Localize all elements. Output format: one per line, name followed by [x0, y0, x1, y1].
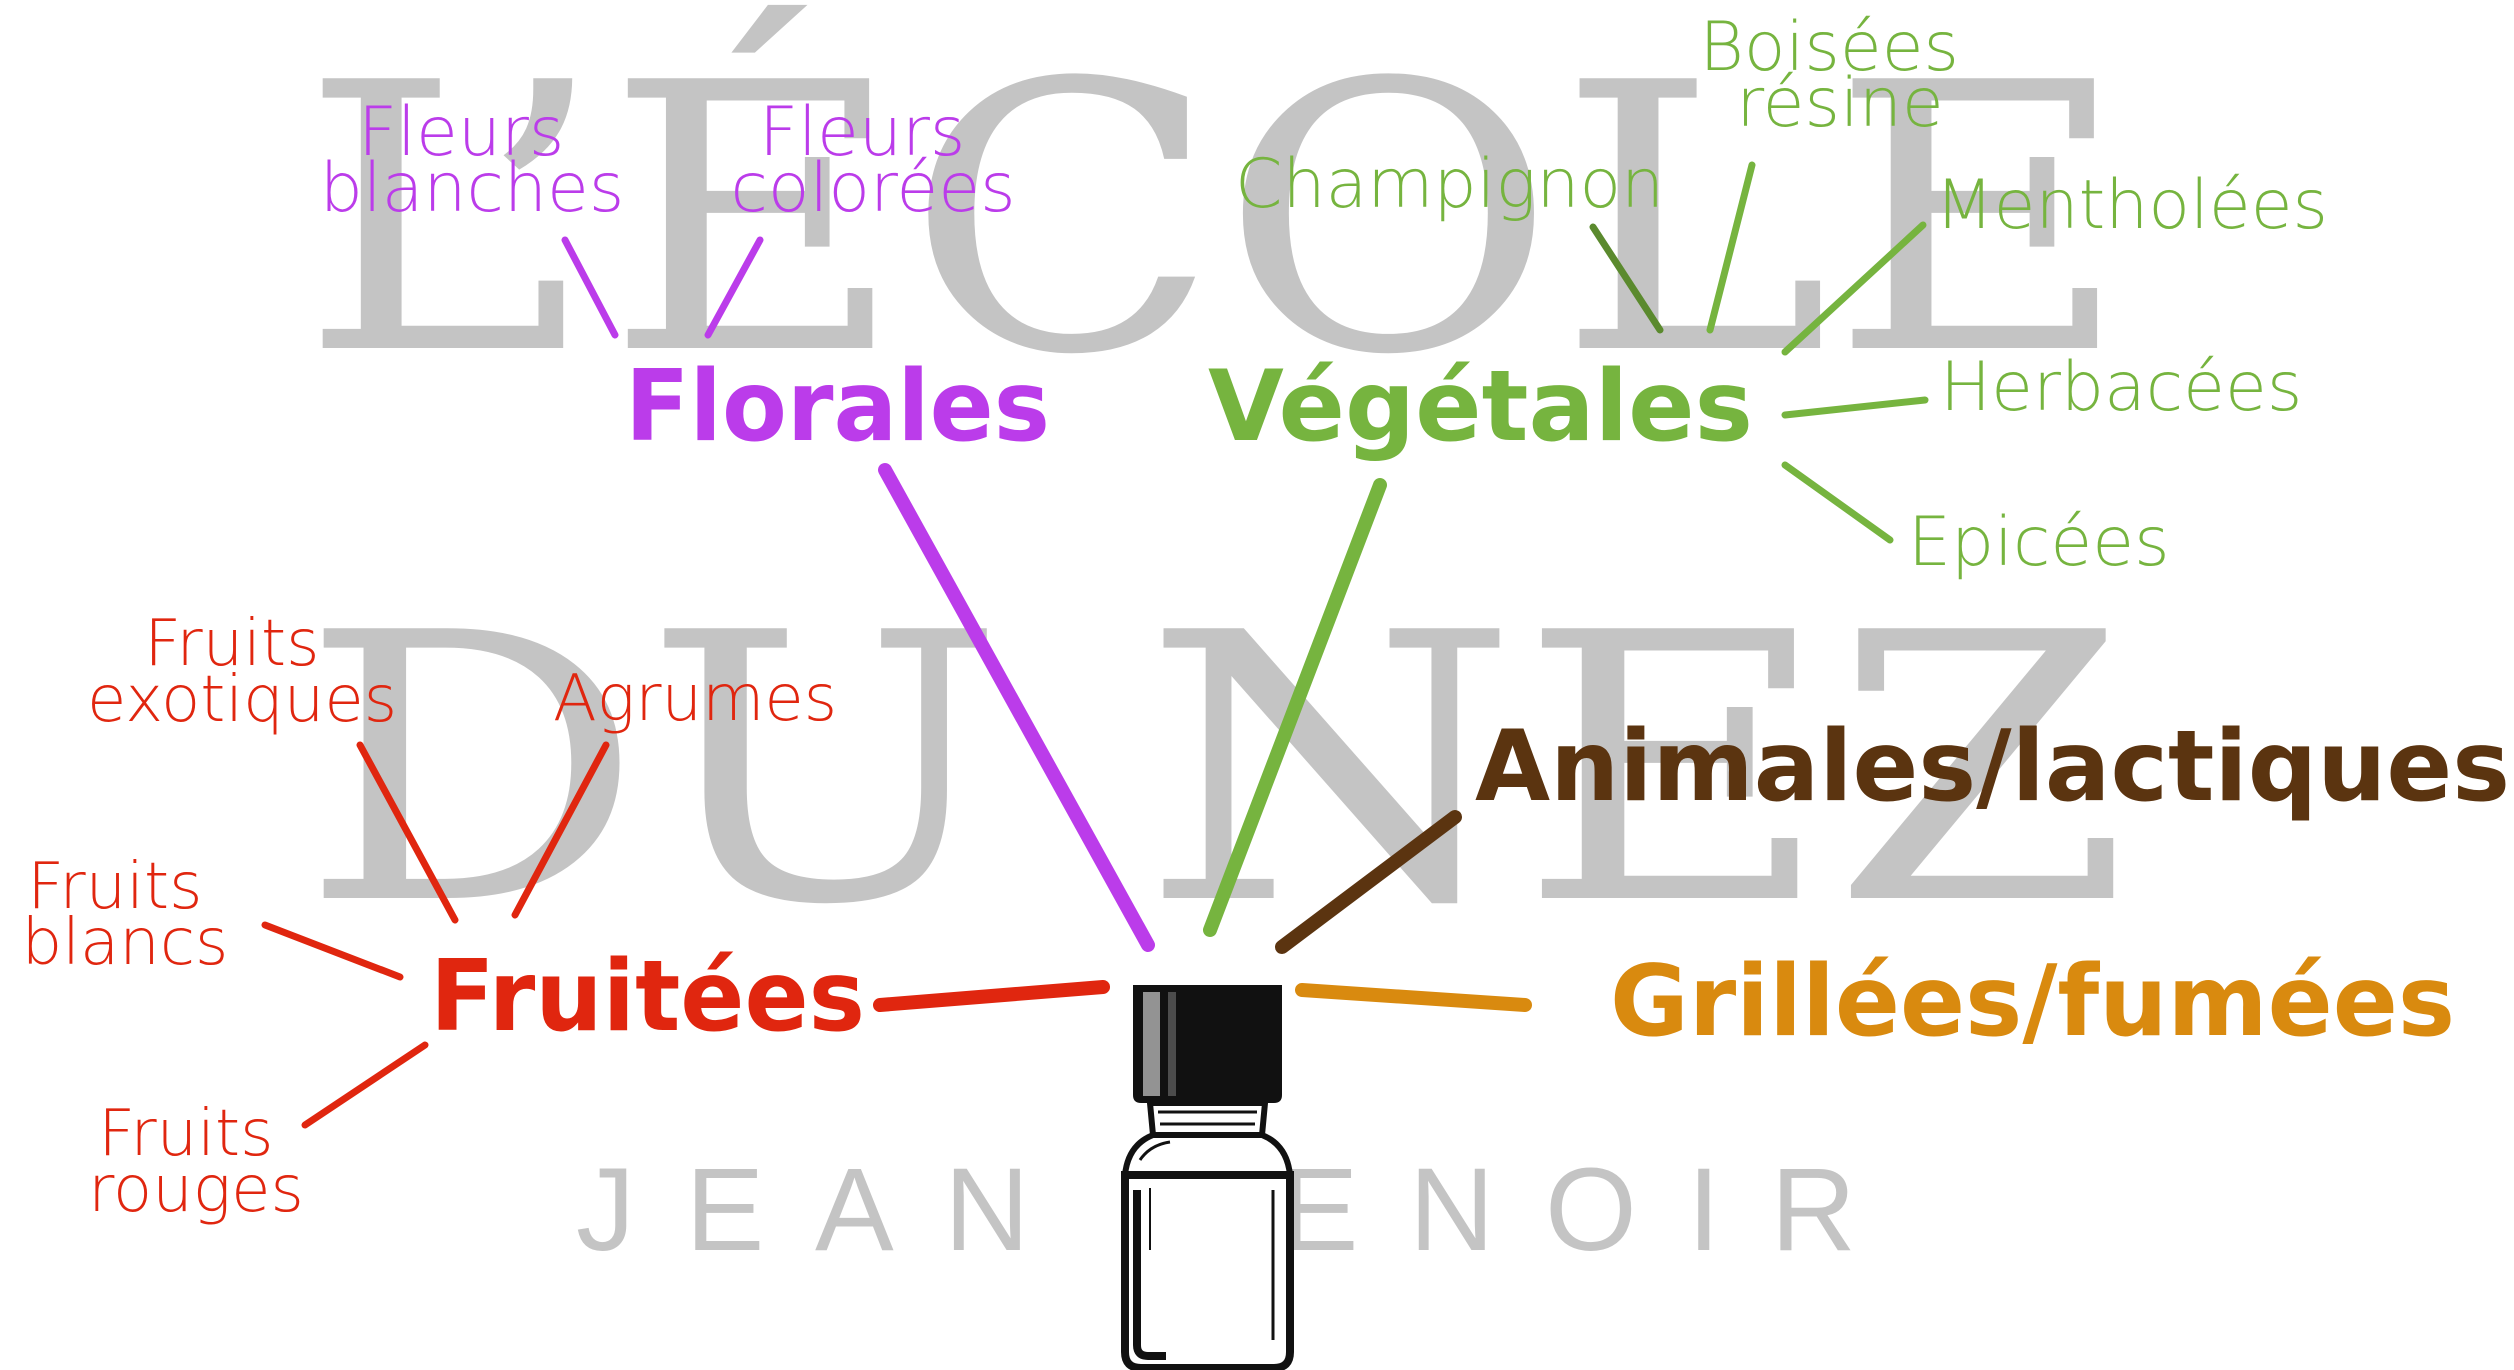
connector-florales — [878, 463, 1155, 952]
connector-fleurs-colorees — [704, 236, 764, 339]
connector-fruits-exotiques — [356, 741, 459, 924]
label-fleurs-blanches-text: Fleurs — [358, 93, 564, 172]
connectors — [261, 161, 1929, 1129]
connector-fruits-rouges — [301, 1041, 429, 1129]
label-agrumes: Agrumes — [553, 662, 837, 736]
label-fruits-rouges: Fruits rouges — [88, 1097, 304, 1227]
label-fruitees: Fruitées — [430, 940, 865, 1054]
connector-grillees — [1295, 983, 1532, 1012]
label-fruits-exotiques: Fruits exotiques — [87, 607, 397, 737]
connector-agrumes — [511, 741, 610, 919]
label-fruits-exotiques-line-2: exotiques — [87, 663, 397, 737]
label-fruits-blancs-line-2: blancs — [22, 906, 229, 980]
watermark: L’ÉCOLE DU NEZ JEAN LENOIR — [300, 1, 2130, 1276]
label-mentholees: Mentholées — [1935, 166, 2328, 245]
perfume-bottle-icon — [1121, 985, 1294, 1370]
connector-boisees-resine — [1706, 161, 1756, 334]
label-fruits-exotiques-text: Fruits — [144, 607, 319, 681]
connector-epicees — [1781, 461, 1894, 544]
connector-fleurs-blanches — [561, 236, 619, 339]
connector-fruitees — [873, 980, 1110, 1012]
label-vegetales: Végétales — [1208, 350, 1753, 464]
connector-champignon — [1589, 223, 1664, 334]
label-boisees-resine: Boisées résine — [1699, 8, 1980, 143]
label-boisees-resine-line-2: résine — [1736, 64, 1944, 143]
label-herbacees: Herbacées — [1940, 348, 2302, 427]
connector-vegetales — [1203, 478, 1387, 937]
family-labels: Florales Végétales Animales/lactiques Gr… — [430, 350, 2510, 1059]
watermark-line-1: L’ÉCOLE — [300, 1, 2130, 436]
connector-animales — [1275, 810, 1462, 954]
connector-herbacees — [1781, 396, 1929, 419]
label-fleurs-blanches-line-2: blanches — [320, 149, 625, 228]
label-fleurs-colorees-text: Fleurs — [759, 93, 965, 172]
label-animales-lactiques: Animales/lactiques — [1475, 710, 2510, 824]
connector-mentholees — [1781, 221, 1927, 356]
label-fleurs-colorees: Fleurs colorées — [730, 93, 1015, 228]
label-fruits-rouges-line-2: rouges — [88, 1153, 304, 1227]
connector-fruits-blancs — [261, 921, 404, 981]
subcategory-labels: Fleurs blanches Fleurs colorées Champign… — [22, 8, 2328, 1227]
label-fruits-blancs: Fruits blancs — [22, 850, 229, 980]
label-fleurs-blanches: Fleurs blanches — [320, 93, 625, 228]
label-champignon: Champignon — [1235, 145, 1664, 224]
label-fleurs-colorees-line-2: colorées — [730, 149, 1015, 228]
label-fruits-blancs-text: Fruits — [27, 850, 202, 924]
label-epicees: Epicées — [1908, 503, 2170, 582]
label-boisees-resine-text: Boisées — [1699, 8, 1959, 87]
label-florales: Florales — [625, 350, 1050, 464]
label-grillees-fumees: Grillées/fumées — [1610, 945, 2455, 1059]
label-fruits-rouges-text: Fruits — [98, 1097, 273, 1171]
